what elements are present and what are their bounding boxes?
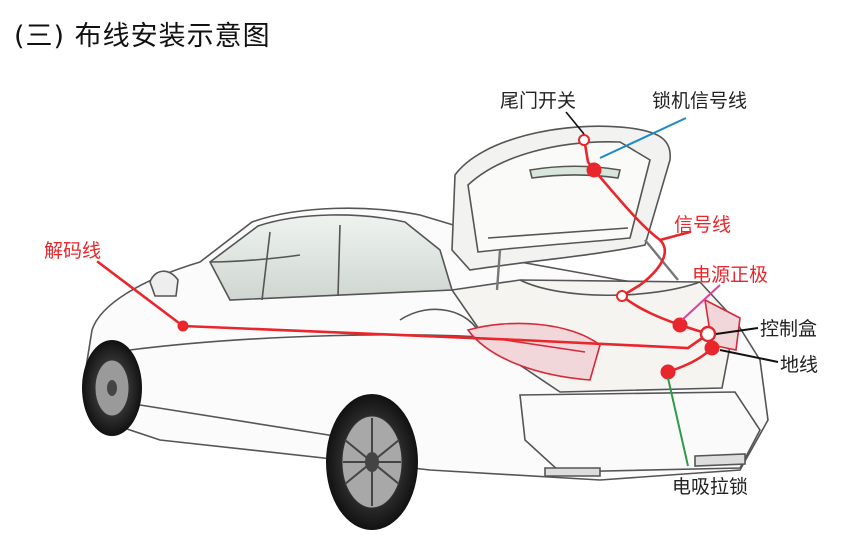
control-box-node bbox=[699, 325, 717, 343]
tail-switch-node-2 bbox=[586, 162, 602, 178]
signal-node bbox=[616, 290, 628, 302]
label-electric-suction-lock: 电吸拉锁 bbox=[672, 476, 749, 498]
ground-leader bbox=[719, 349, 779, 363]
page-title: (三) 布线安装示意图 bbox=[14, 21, 271, 52]
suction-lock-leader bbox=[667, 377, 689, 467]
rear-wheel bbox=[326, 394, 418, 530]
front-wheel bbox=[82, 340, 142, 436]
ground-node bbox=[704, 340, 720, 356]
power-leader bbox=[681, 284, 721, 321]
decode-wire-leader bbox=[96, 260, 185, 328]
lock-signal-leader bbox=[599, 117, 687, 159]
leader-lines bbox=[565, 111, 779, 467]
wire-nodes bbox=[177, 134, 720, 380]
label-decode-wire: 解码线 bbox=[44, 240, 102, 262]
label-power-positive: 电源正极 bbox=[692, 264, 769, 286]
power-node bbox=[672, 317, 688, 333]
signal-wire-leader bbox=[658, 230, 692, 242]
control-box-leader bbox=[715, 327, 759, 335]
decode-node bbox=[177, 320, 189, 332]
label-tail-switch: 尾门开关 bbox=[500, 90, 577, 112]
tailgate bbox=[451, 125, 679, 291]
decode-wire bbox=[181, 324, 710, 350]
label-signal-wire: 信号线 bbox=[674, 214, 732, 236]
suction-lock-node bbox=[660, 364, 676, 380]
car-body bbox=[83, 207, 769, 481]
label-lock-signal-wire: 锁机信号线 bbox=[652, 90, 748, 112]
tail-switch-node bbox=[578, 134, 590, 146]
label-control-box: 控制盒 bbox=[760, 318, 818, 340]
tail-switch-leader bbox=[565, 111, 585, 135]
label-ground-wire: 地线 bbox=[780, 354, 819, 376]
